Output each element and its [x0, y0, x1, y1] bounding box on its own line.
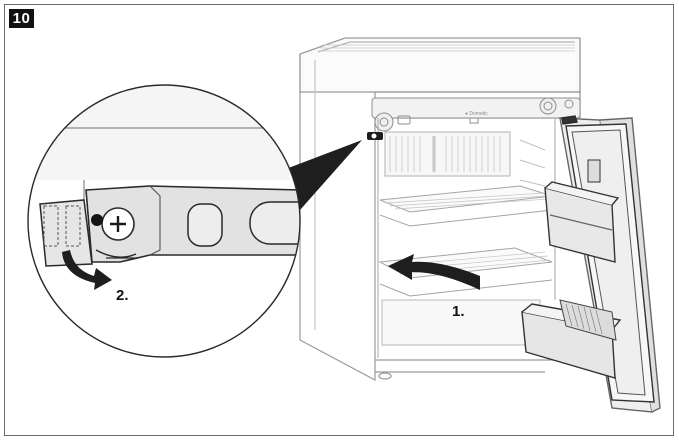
fridge-cabinet [299, 37, 581, 381]
figure-number-badge: 10 [9, 9, 34, 28]
step-1-label: 1. [452, 303, 465, 320]
step-2-label: 2. [116, 287, 129, 304]
svg-text:● Dometic: ● Dometic [465, 111, 488, 117]
hinge-screw-icon [101, 207, 135, 241]
rotate-arrow-icon [62, 250, 112, 290]
fridge-door [521, 115, 661, 413]
push-arrow-icon [388, 254, 480, 290]
control-panel: ● Dometic [371, 97, 581, 132]
top-hinge [367, 132, 383, 140]
magnified-hinge-detail [27, 84, 301, 358]
